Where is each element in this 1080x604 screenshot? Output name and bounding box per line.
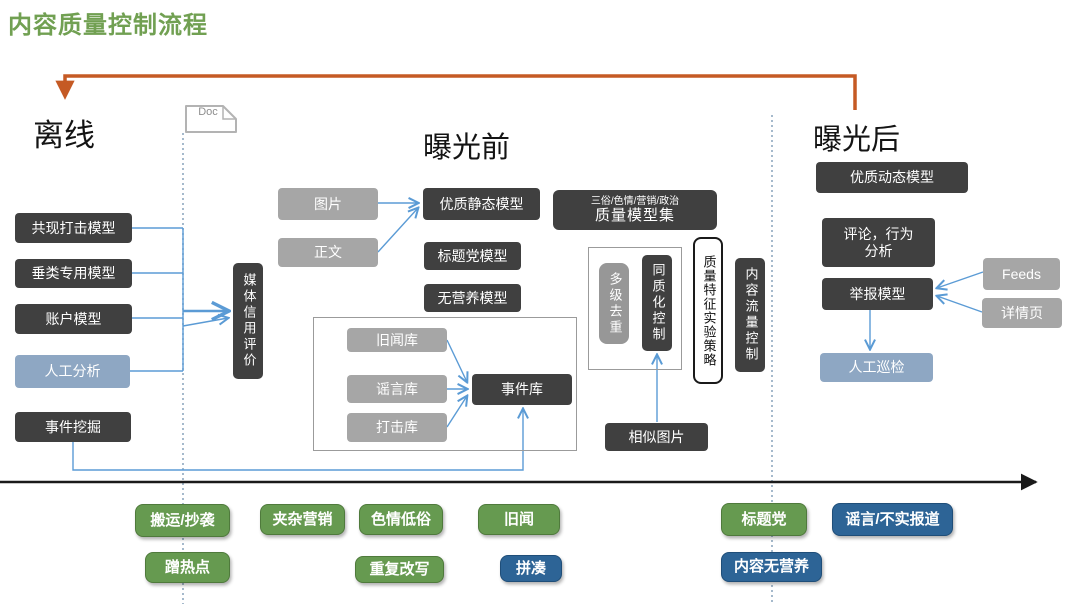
page-title: 内容质量控制流程 [8,13,208,39]
tag-clickbait: 标题党 [721,503,807,536]
node-comment-behavior-analysis: 评论，行为 分析 [822,218,935,267]
node-homogeneous-control: 同质化控制 [642,255,672,351]
section-offline: 离线 [33,118,95,153]
node-manual-analysis: 人工分析 [15,355,130,388]
doc-label: Doc [198,106,218,118]
tag-patchwork: 拼凑 [500,555,562,582]
offline-collector-lines [130,227,184,372]
tag-rumor-false-report: 谣言/不实报道 [832,503,953,536]
node-body-text: 正文 [278,238,378,267]
node-account-model: 账户模型 [15,304,132,334]
node-quality-model-set: 三俗/色情/营销/政治 质量模型集 [553,190,717,230]
doc-shape: Doc [185,105,237,133]
node-quality-dynamic-model: 优质动态模型 [816,162,968,193]
arrow-strike-to-eventlib [446,396,467,428]
arrow-oldnews-to-eventlib [446,339,467,382]
node-image: 图片 [278,188,378,220]
tag-repeat-rewrite: 重复改写 [355,556,444,583]
node-multi-level-dedup: 多级去重 [599,263,629,344]
node-event-lib: 事件库 [472,374,572,405]
node-vertical-model: 垂类专用模型 [15,259,132,288]
node-detail-page: 详情页 [982,298,1062,328]
node-clickbait-model: 标题党模型 [424,242,521,270]
doc-shape-icon [185,105,237,133]
node-content-flow-control: 内容流量控制 [735,258,765,372]
node-strike-lib: 打击库 [347,413,447,442]
node-co-strike-model: 共现打击模型 [15,213,132,243]
node-report-model: 举报模型 [822,278,933,310]
feedback-bracket-arrow [55,74,857,110]
tag-no-nutrition: 内容无营养 [721,552,822,582]
tag-move-copy: 搬运/抄袭 [135,504,230,537]
tag-ride-hotspot: 蹭热点 [145,552,230,583]
node-media-credit: 媒体信用评价 [233,263,263,379]
node-old-news-lib: 旧闻库 [347,328,447,352]
tag-porn-vulgar: 色情低俗 [359,504,443,535]
node-similar-image: 相似图片 [605,423,708,451]
node-feeds: Feeds [983,258,1060,290]
tag-mixed-marketing: 夹杂营销 [260,504,345,535]
section-pre-exposure: 曝光前 [423,132,511,164]
node-quality-feature-experiment: 质量特征实验策略 [693,237,723,384]
arrow-feeds-to-report [937,271,984,288]
section-post-exposure: 曝光后 [813,124,901,156]
arrow-to-media-credit-2 [182,318,228,327]
arrow-bodytext-to-static [377,208,418,253]
node-rumor-lib: 谣言库 [347,375,447,403]
library-frame [313,317,577,451]
node-event-mining: 事件挖掘 [15,412,131,442]
tag-old-news: 旧闻 [478,504,560,535]
node-quality-static-model: 优质静态模型 [423,188,540,220]
arrow-detailpage-to-report [937,296,983,313]
dedup-frame [588,247,682,370]
node-no-nutrition-model: 无营养模型 [424,284,521,312]
arrow-eventmining-to-eventlib [72,409,523,471]
node-manual-patrol: 人工巡检 [820,353,933,382]
